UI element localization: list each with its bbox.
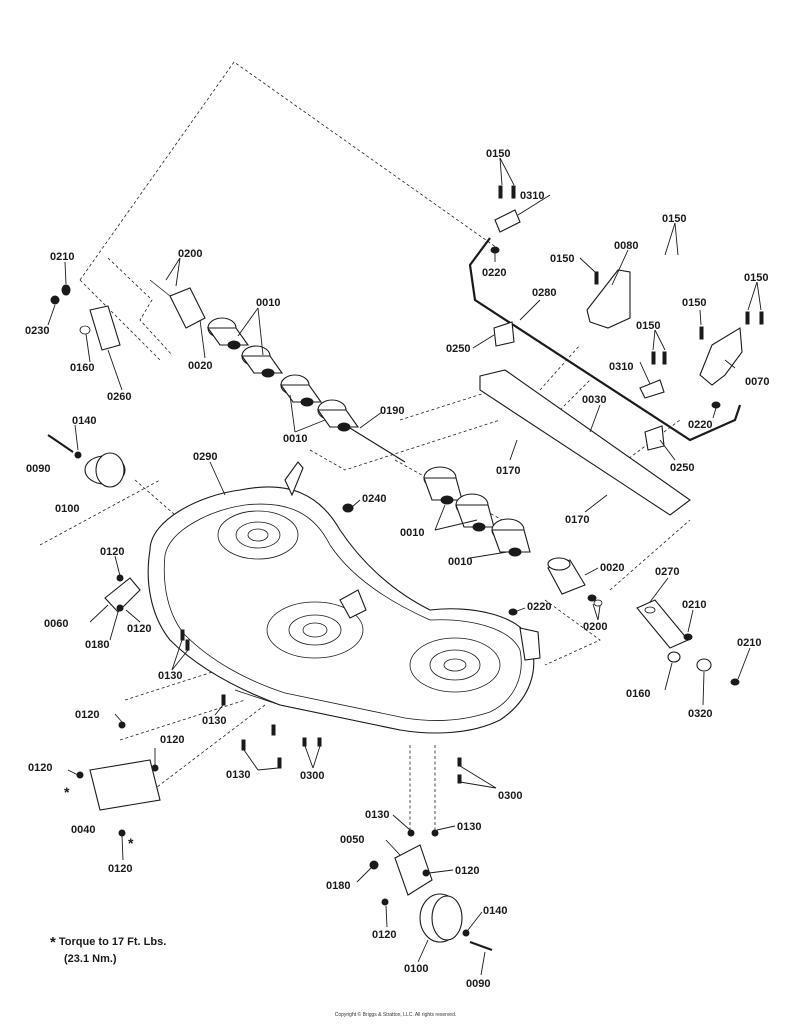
callout-0130-c: 0130 [226, 769, 250, 781]
callout-0150-d: 0150 [744, 272, 768, 284]
torque-note: * Torque to 17 Ft. Lbs. (23.1 Nm.) [50, 934, 166, 967]
callout-0220-c: 0220 [527, 601, 551, 613]
callout-0160-a: 0160 [70, 362, 94, 374]
bolts-0150 [498, 185, 764, 365]
callout-0320: 0320 [688, 708, 712, 720]
copyright-notice: Copyright © Briggs & Stratton, LLC. All … [334, 1012, 457, 1018]
callout-0010-c: 0010 [400, 527, 424, 539]
callout-0280: 0280 [532, 287, 556, 299]
callout-0090-a: 0090 [26, 463, 50, 475]
asterisk-mark-b: * [128, 835, 134, 851]
pulley-0010-g [491, 518, 531, 557]
callout-0190: 0190 [380, 405, 404, 417]
callout-0120-a: 0120 [100, 546, 124, 558]
pulley-0010-f [455, 493, 495, 532]
callout-0290: 0290 [193, 451, 217, 463]
callout-0120-g: 0120 [455, 865, 479, 877]
callout-0070: 0070 [745, 376, 769, 388]
callout-0120-e: 0120 [28, 762, 52, 774]
callout-0010-a: 0010 [256, 297, 280, 309]
callout-0150-a: 0150 [486, 148, 510, 160]
callout-0100-a: 0100 [55, 503, 79, 515]
callout-0120-h: 0120 [372, 929, 396, 941]
callout-0130-b: 0130 [202, 715, 226, 727]
callout-0170-b: 0170 [565, 514, 589, 526]
callout-0090-b: 0090 [466, 978, 490, 990]
callout-0250-a: 0250 [446, 343, 470, 355]
callout-0160-b: 0160 [626, 688, 650, 700]
callout-0060: 0060 [44, 618, 68, 630]
callout-0220-a: 0220 [482, 267, 506, 279]
callout-0210-a: 0210 [50, 251, 74, 263]
callout-0240: 0240 [362, 493, 386, 505]
callout-0210-c: 0210 [737, 637, 761, 649]
callout-0170-a: 0170 [496, 465, 520, 477]
callout-0310-a: 0310 [520, 190, 544, 202]
bottom-wheel-group [369, 829, 493, 951]
callout-0130-d: 0130 [365, 809, 389, 821]
callout-0120-c: 0120 [75, 709, 99, 721]
callout-0140-a: 0140 [72, 415, 96, 427]
mower-deck [147, 461, 541, 734]
pulley-0010-a [206, 317, 250, 350]
callout-0050: 0050 [340, 834, 364, 846]
callout-0180-a: 0180 [85, 639, 109, 651]
left-wheel-group [47, 284, 462, 837]
callout-0200-a: 0200 [178, 248, 202, 260]
pulley-0010-c [279, 374, 323, 407]
pulley-0010-e [423, 466, 463, 505]
callout-0300-b: 0300 [498, 790, 522, 802]
asterisk-mark-a: * [64, 784, 70, 800]
callout-0130-a: 0130 [158, 670, 182, 682]
callout-0260: 0260 [107, 391, 131, 403]
spacer-0020-right [547, 557, 586, 595]
callout-0010-d: 0010 [448, 556, 472, 568]
callout-0310-b: 0310 [609, 361, 633, 373]
torque-asterisk: * [50, 934, 56, 951]
callout-0120-f: 0120 [108, 863, 132, 875]
callout-0300-a: 0300 [300, 770, 324, 782]
callout-0030: 0030 [582, 394, 606, 406]
callout-0150-b: 0150 [662, 213, 686, 225]
right-bracket-group [636, 599, 740, 686]
callout-0020-b: 0020 [600, 562, 624, 574]
callout-0080: 0080 [614, 240, 638, 252]
wheel-0100-lower [419, 893, 463, 943]
callout-0150-e: 0150 [682, 297, 706, 309]
callout-0150-c: 0150 [550, 253, 574, 265]
pulley-0010-d [316, 399, 360, 432]
callout-0040: 0040 [71, 824, 95, 836]
callout-0130-e: 0130 [457, 821, 481, 833]
callout-0210-b: 0210 [682, 599, 706, 611]
callout-0100-b: 0100 [404, 963, 428, 975]
wheel-0100-upper [84, 452, 126, 488]
callout-0140-b: 0140 [483, 905, 507, 917]
torque-line-1: Torque to 17 Ft. Lbs. [58, 936, 167, 948]
callout-0220-b: 0220 [688, 419, 712, 431]
callout-0120-d: 0120 [160, 734, 184, 746]
callout-0250-b: 0250 [670, 462, 694, 474]
callout-labels: 0150 0310 0220 0150 0080 0150 0150 0280 … [25, 148, 769, 990]
callout-0010-b: 0010 [283, 433, 307, 445]
leader-lines [47, 157, 762, 976]
callout-0270: 0270 [655, 566, 679, 578]
pulley-0010-b [240, 345, 284, 378]
callout-0120-b: 0120 [127, 623, 151, 635]
callout-0230: 0230 [25, 325, 49, 337]
callout-0200-b: 0200 [583, 621, 607, 633]
callout-0020-a: 0020 [188, 360, 212, 372]
callout-0150-f: 0150 [636, 320, 660, 332]
torque-line-2: (23.1 Nm.) [64, 953, 117, 965]
callout-0180-b: 0180 [326, 880, 350, 892]
rear-assembly [468, 185, 764, 616]
